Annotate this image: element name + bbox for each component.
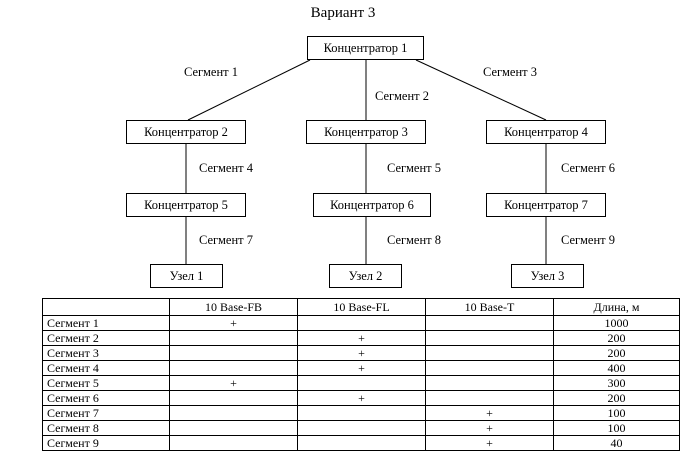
topology-connectors bbox=[185, 59, 547, 264]
cell-length: 100 bbox=[553, 405, 680, 421]
hub-7: Концентратор 7 bbox=[486, 193, 606, 217]
table-row: Сегмент 5 + 300 bbox=[42, 375, 680, 391]
cell-fb: + bbox=[169, 315, 298, 331]
table-header-row: 10 Base-FB 10 Base-FL 10 Base-T Длина, м bbox=[42, 298, 680, 316]
cell-t bbox=[425, 390, 554, 406]
row-segment-name: Сегмент 9 bbox=[42, 435, 170, 451]
row-segment-name: Сегмент 7 bbox=[42, 405, 170, 421]
segment-2-label: Сегмент 2 bbox=[375, 89, 429, 103]
hub-2: Концентратор 2 bbox=[126, 120, 246, 144]
node-2: Узел 2 bbox=[329, 264, 402, 288]
cell-t: + bbox=[425, 420, 554, 436]
cell-t bbox=[425, 315, 554, 331]
diagram-title: Вариант 3 bbox=[310, 5, 376, 21]
link-segment-1 bbox=[187, 59, 311, 121]
cell-fb: + bbox=[169, 375, 298, 391]
cell-t bbox=[425, 360, 554, 376]
hub-3: Концентратор 3 bbox=[306, 120, 426, 144]
cell-t: + bbox=[425, 405, 554, 421]
cell-fl: + bbox=[297, 390, 426, 406]
cell-length: 200 bbox=[553, 330, 680, 346]
row-segment-name: Сегмент 4 bbox=[42, 360, 170, 376]
cell-t bbox=[425, 375, 554, 391]
cell-fl: + bbox=[297, 345, 426, 361]
hub-6: Концентратор 6 bbox=[313, 193, 431, 217]
row-segment-name: Сегмент 8 bbox=[42, 420, 170, 436]
row-segment-name: Сегмент 3 bbox=[42, 345, 170, 361]
cell-fl bbox=[297, 405, 426, 421]
header-length: Длина, м bbox=[553, 298, 680, 316]
segment-7-label: Сегмент 7 bbox=[199, 233, 253, 247]
segment-6-label: Сегмент 6 bbox=[561, 161, 615, 175]
cell-length: 1000 bbox=[553, 315, 680, 331]
cell-length: 200 bbox=[553, 390, 680, 406]
segment-9-label: Сегмент 9 bbox=[561, 233, 615, 247]
cell-t bbox=[425, 345, 554, 361]
link-segment-3 bbox=[415, 59, 547, 121]
table-row: Сегмент 6 + 200 bbox=[42, 390, 680, 406]
row-segment-name: Сегмент 1 bbox=[42, 315, 170, 331]
cell-fl: + bbox=[297, 360, 426, 376]
header-10base-t: 10 Base-T bbox=[425, 298, 554, 316]
cell-fb bbox=[169, 420, 298, 436]
row-segment-name: Сегмент 5 bbox=[42, 375, 170, 391]
table-row: Сегмент 2 + 200 bbox=[42, 330, 680, 346]
cell-fl bbox=[297, 420, 426, 436]
hub-1: Концентратор 1 bbox=[307, 36, 424, 60]
hub-4: Концентратор 4 bbox=[486, 120, 606, 144]
header-empty bbox=[42, 298, 170, 316]
table-row: Сегмент 7 + 100 bbox=[42, 405, 680, 421]
segment-3-label: Сегмент 3 bbox=[483, 65, 537, 79]
cell-length: 400 bbox=[553, 360, 680, 376]
cell-fb bbox=[169, 435, 298, 451]
cell-fb bbox=[169, 390, 298, 406]
cell-t: + bbox=[425, 435, 554, 451]
node-3: Узел 3 bbox=[511, 264, 584, 288]
cell-fl: + bbox=[297, 330, 426, 346]
table-row: Сегмент 4 + 400 bbox=[42, 360, 680, 376]
table-row: Сегмент 8 + 100 bbox=[42, 420, 680, 436]
cell-length: 100 bbox=[553, 420, 680, 436]
table-row: Сегмент 1 + 1000 bbox=[42, 315, 680, 331]
cell-fl bbox=[297, 375, 426, 391]
hub-5: Концентратор 5 bbox=[126, 193, 246, 217]
cell-length: 200 bbox=[553, 345, 680, 361]
node-1: Узел 1 bbox=[150, 264, 223, 288]
row-segment-name: Сегмент 6 bbox=[42, 390, 170, 406]
cell-fl bbox=[297, 315, 426, 331]
cell-fb bbox=[169, 330, 298, 346]
table-row: Сегмент 9 + 40 bbox=[42, 435, 680, 451]
cell-fb bbox=[169, 345, 298, 361]
segment-table: 10 Base-FB 10 Base-FL 10 Base-T Длина, м… bbox=[42, 298, 680, 451]
cell-length: 300 bbox=[553, 375, 680, 391]
segment-1-label: Сегмент 1 bbox=[184, 65, 238, 79]
cell-t bbox=[425, 330, 554, 346]
header-10base-fb: 10 Base-FB bbox=[169, 298, 298, 316]
cell-fb bbox=[169, 405, 298, 421]
header-10base-fl: 10 Base-FL bbox=[297, 298, 426, 316]
cell-fl bbox=[297, 435, 426, 451]
cell-length: 40 bbox=[553, 435, 680, 451]
segment-4-label: Сегмент 4 bbox=[199, 161, 253, 175]
cell-fb bbox=[169, 360, 298, 376]
segment-8-label: Сегмент 8 bbox=[387, 233, 441, 247]
segment-5-label: Сегмент 5 bbox=[387, 161, 441, 175]
table-row: Сегмент 3 + 200 bbox=[42, 345, 680, 361]
row-segment-name: Сегмент 2 bbox=[42, 330, 170, 346]
